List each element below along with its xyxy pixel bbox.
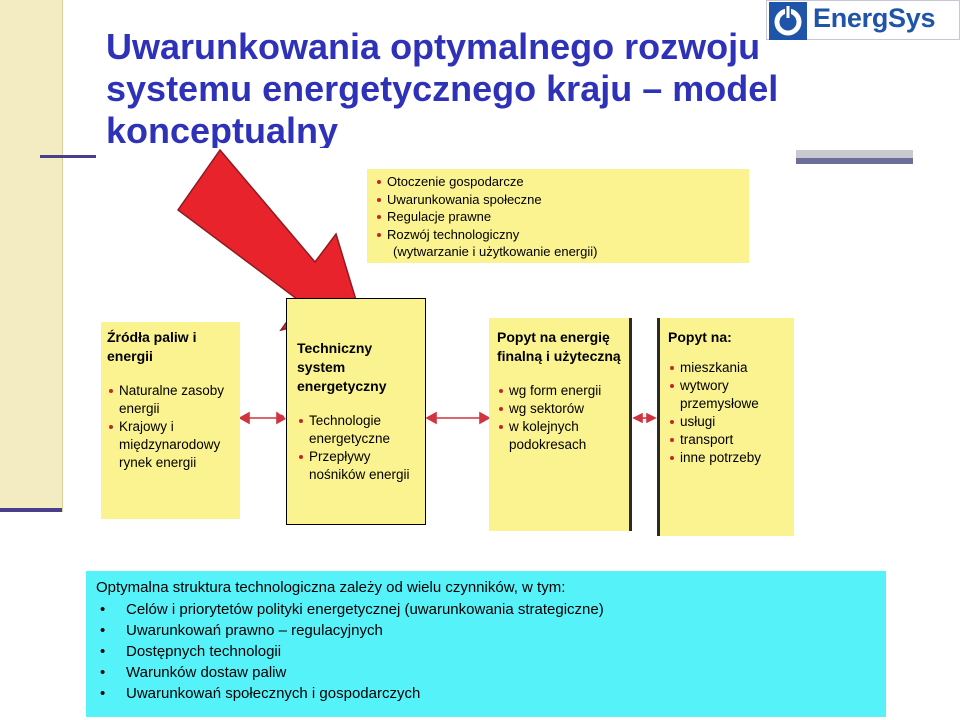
technical-system-box: Techniczny system energetyczny Technolog… [286, 298, 426, 525]
connector-2-3 [425, 411, 491, 425]
energsys-logo: EnergSys [766, 0, 960, 40]
final-energy-demand-box: Popyt na energię finalną i użyteczną wg … [489, 318, 632, 531]
box-heading: Źródła paliw i energii [107, 329, 197, 364]
box-item: mieszkania [668, 359, 786, 377]
summary-item: Uwarunkowań prawno – regulacyjnych [96, 620, 876, 641]
slide-title: Uwarunkowania optymalnego rozwoju system… [106, 26, 779, 150]
box-item: wg form energii [497, 382, 621, 400]
fuel-sources-box: Źródła paliw i energii Naturalne zasoby … [101, 322, 240, 519]
box-item: wytwory przemysłowe [668, 377, 786, 413]
energsys-logo-icon [769, 2, 807, 40]
context-factors-box: Otoczenie gospodarcze Uwarunkowania społ… [367, 169, 749, 263]
context-item: Regulacje prawne [375, 208, 741, 226]
summary-item: Dostępnych technologii [96, 641, 876, 662]
summary-list: Celów i priorytetów polityki energetyczn… [96, 599, 876, 704]
context-item: Otoczenie gospodarcze [375, 173, 741, 191]
box-item: Krajowy i międzynarodowy rynek energii [107, 418, 234, 472]
box-item: wg sektorów [497, 400, 621, 418]
service-demand-box: Popyt na: mieszkania wytwory przemysłowe… [657, 318, 794, 536]
concept-diagram: Cele i priorytety Otoczenie gospodarcze … [96, 148, 796, 565]
title-underline-left [40, 155, 100, 158]
summary-item: Celów i priorytetów polityki energetyczn… [96, 599, 876, 620]
context-item: Rozwój technologiczny [375, 226, 741, 244]
box-heading: Techniczny system energetyczny [297, 340, 387, 394]
title-underline-right [795, 150, 913, 166]
box-item: w kolejnych podokresach [497, 418, 621, 454]
connector-3-4 [632, 412, 657, 424]
box-item: usługi [668, 413, 786, 431]
left-decorative-band [0, 0, 63, 512]
context-item-continuation: (wytwarzanie i użytkowanie energii) [393, 244, 598, 259]
left-band-edge [0, 508, 62, 512]
summary-item: Uwarunkowań społecznych i gospodarczych [96, 683, 876, 704]
summary-intro: Optymalna struktura technologiczna zależ… [96, 579, 566, 596]
connector-1-2 [238, 411, 288, 425]
summary-item: Warunków dostaw paliw [96, 662, 876, 683]
summary-panel: Optymalna struktura technologiczna zależ… [86, 571, 886, 717]
box-item: Technologie energetyczne [297, 412, 415, 448]
box-item: Przepływy nośników energii [297, 448, 415, 484]
box-item: Naturalne zasoby energii [107, 382, 234, 418]
box-item: transport [668, 431, 786, 449]
logo-text: EnergSys [813, 3, 936, 33]
box-heading: Popyt na: [668, 329, 732, 345]
box-item: inne potrzeby [668, 449, 786, 467]
box-heading: Popyt na energię finalną i użyteczną [497, 329, 621, 364]
context-item: Uwarunkowania społeczne [375, 191, 741, 209]
